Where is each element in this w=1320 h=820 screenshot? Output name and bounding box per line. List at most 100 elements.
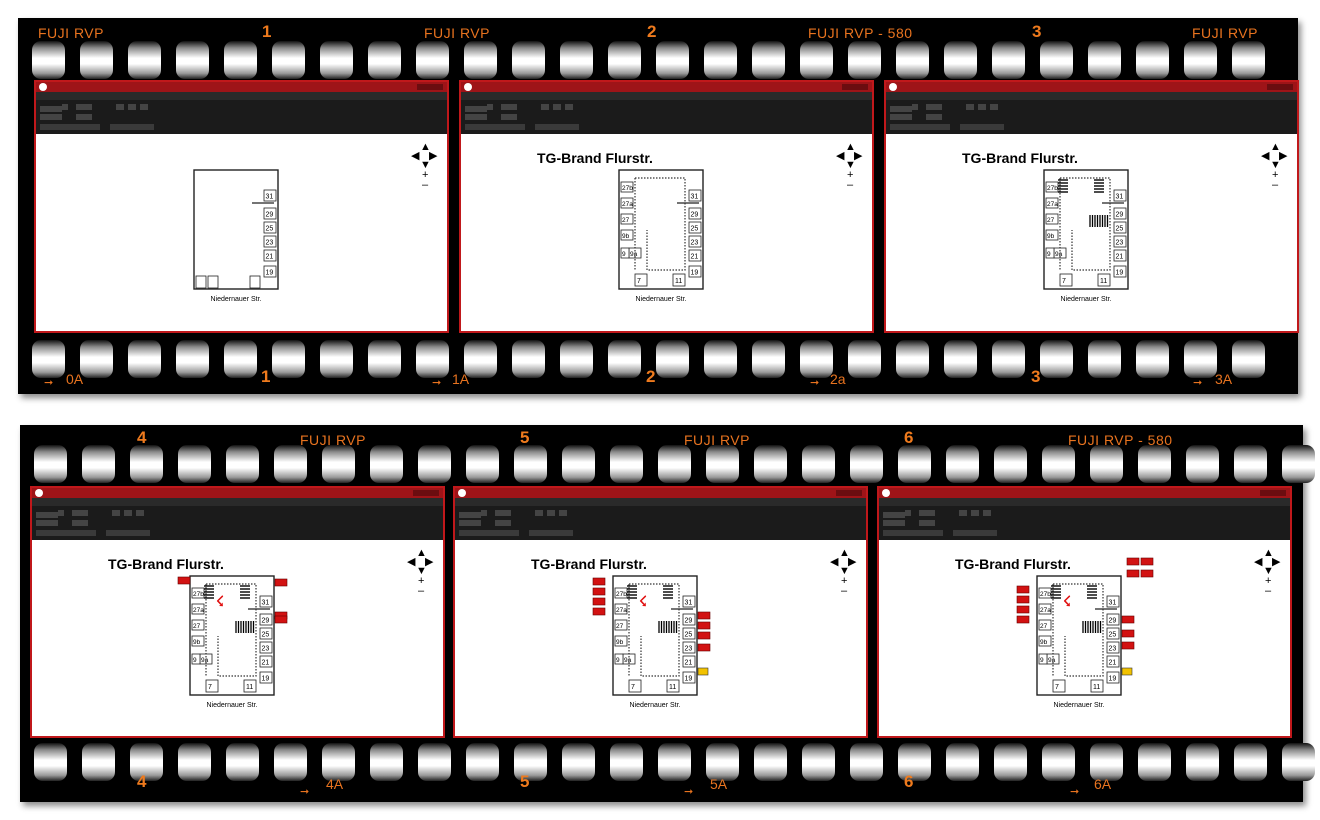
toolbar-button[interactable] <box>890 114 912 120</box>
toolbar-button[interactable] <box>459 512 481 518</box>
pan-left-icon[interactable]: ◀ <box>407 556 416 568</box>
window-controls[interactable] <box>1267 84 1293 90</box>
toolbar-tab-button[interactable] <box>106 530 150 536</box>
pan-right-icon[interactable]: ▶ <box>429 150 438 162</box>
toolbar-button[interactable] <box>890 106 912 112</box>
toolbar-button[interactable] <box>40 114 62 120</box>
toolbar-button[interactable] <box>76 104 92 110</box>
toolbar-button[interactable] <box>501 104 517 110</box>
pan-up-icon[interactable]: ▲ <box>839 547 850 559</box>
pan-left-icon[interactable]: ◀ <box>830 556 839 568</box>
toolbar-button[interactable] <box>58 510 64 516</box>
toolbar-button[interactable] <box>912 104 918 110</box>
toolbar-tab-button[interactable] <box>960 124 1004 130</box>
toolbar-tab-button[interactable] <box>40 124 100 130</box>
window-controls[interactable] <box>413 490 439 496</box>
window-controls[interactable] <box>1260 490 1286 496</box>
toolbar-button[interactable] <box>919 510 935 516</box>
toolbar-tab-button[interactable] <box>529 530 573 536</box>
toolbar-button[interactable] <box>459 520 481 526</box>
toolbar-button[interactable] <box>966 104 974 110</box>
zoom-in-icon[interactable]: + <box>1265 575 1272 587</box>
pan-right-icon[interactable]: ▶ <box>1279 150 1288 162</box>
zoom-out-icon[interactable]: – <box>1272 179 1279 191</box>
toolbar-button[interactable] <box>983 510 991 516</box>
zoom-in-icon[interactable]: + <box>422 169 429 181</box>
toolbar-button[interactable] <box>547 510 555 516</box>
window-controls[interactable] <box>836 490 862 496</box>
toolbar-button[interactable] <box>501 114 517 120</box>
toolbar-button[interactable] <box>62 104 68 110</box>
toolbar-tab-button[interactable] <box>465 124 525 130</box>
pan-down-icon[interactable]: ▼ <box>416 565 427 577</box>
toolbar-button[interactable] <box>36 512 58 518</box>
toolbar-button[interactable] <box>487 104 493 110</box>
window-controls[interactable] <box>417 84 443 90</box>
window-controls[interactable] <box>842 84 868 90</box>
toolbar-tab-button[interactable] <box>36 530 96 536</box>
zoom-out-icon[interactable]: – <box>847 179 854 191</box>
toolbar-button[interactable] <box>116 104 124 110</box>
toolbar-tab-button[interactable] <box>883 530 943 536</box>
pan-left-icon[interactable]: ◀ <box>1254 556 1263 568</box>
toolbar-button[interactable] <box>926 114 942 120</box>
toolbar-tab-button[interactable] <box>459 530 519 536</box>
toolbar-tab-button[interactable] <box>535 124 579 130</box>
toolbar-button[interactable] <box>128 104 136 110</box>
toolbar-button[interactable] <box>541 104 549 110</box>
toolbar-button[interactable] <box>495 520 511 526</box>
toolbar-button[interactable] <box>883 520 905 526</box>
toolbar-button[interactable] <box>72 510 88 516</box>
toolbar-button[interactable] <box>905 510 911 516</box>
toolbar-button[interactable] <box>76 114 92 120</box>
toolbar-button[interactable] <box>136 510 144 516</box>
pan-down-icon[interactable]: ▼ <box>845 159 856 171</box>
toolbar-button[interactable] <box>883 512 905 518</box>
pan-down-icon[interactable]: ▼ <box>839 565 850 577</box>
toolbar-button[interactable] <box>926 104 942 110</box>
zoom-in-icon[interactable]: + <box>847 169 854 181</box>
pan-up-icon[interactable]: ▲ <box>416 547 427 559</box>
toolbar-button[interactable] <box>535 510 543 516</box>
pan-up-icon[interactable]: ▲ <box>420 141 431 153</box>
toolbar-button[interactable] <box>465 106 487 112</box>
toolbar-button[interactable] <box>112 510 120 516</box>
toolbar-button[interactable] <box>565 104 573 110</box>
pan-up-icon[interactable]: ▲ <box>1270 141 1281 153</box>
zoom-out-icon[interactable]: – <box>841 585 848 597</box>
zoom-out-icon[interactable]: – <box>1265 585 1272 597</box>
toolbar-button[interactable] <box>978 104 986 110</box>
zoom-in-icon[interactable]: + <box>1272 169 1279 181</box>
pan-down-icon[interactable]: ▼ <box>1263 565 1274 577</box>
toolbar-tab-button[interactable] <box>953 530 997 536</box>
pan-left-icon[interactable]: ◀ <box>411 150 420 162</box>
toolbar-button[interactable] <box>559 510 567 516</box>
zoom-out-icon[interactable]: – <box>422 179 429 191</box>
toolbar-button[interactable] <box>959 510 967 516</box>
pan-down-icon[interactable]: ▼ <box>1270 159 1281 171</box>
zoom-in-icon[interactable]: + <box>418 575 425 587</box>
toolbar-tab-button[interactable] <box>110 124 154 130</box>
toolbar-button[interactable] <box>553 104 561 110</box>
toolbar-button[interactable] <box>36 520 58 526</box>
toolbar-tab-button[interactable] <box>890 124 950 130</box>
toolbar-button[interactable] <box>971 510 979 516</box>
toolbar-button[interactable] <box>481 510 487 516</box>
pan-right-icon[interactable]: ▶ <box>425 556 434 568</box>
pan-up-icon[interactable]: ▲ <box>845 141 856 153</box>
toolbar-button[interactable] <box>465 114 487 120</box>
toolbar-button[interactable] <box>72 520 88 526</box>
zoom-out-icon[interactable]: – <box>418 585 425 597</box>
pan-left-icon[interactable]: ◀ <box>1261 150 1270 162</box>
toolbar-button[interactable] <box>140 104 148 110</box>
pan-right-icon[interactable]: ▶ <box>1272 556 1281 568</box>
pan-right-icon[interactable]: ▶ <box>848 556 857 568</box>
pan-down-icon[interactable]: ▼ <box>420 159 431 171</box>
pan-up-icon[interactable]: ▲ <box>1263 547 1274 559</box>
toolbar-button[interactable] <box>919 520 935 526</box>
toolbar-button[interactable] <box>990 104 998 110</box>
zoom-in-icon[interactable]: + <box>841 575 848 587</box>
toolbar-button[interactable] <box>495 510 511 516</box>
pan-left-icon[interactable]: ◀ <box>836 150 845 162</box>
toolbar-button[interactable] <box>124 510 132 516</box>
